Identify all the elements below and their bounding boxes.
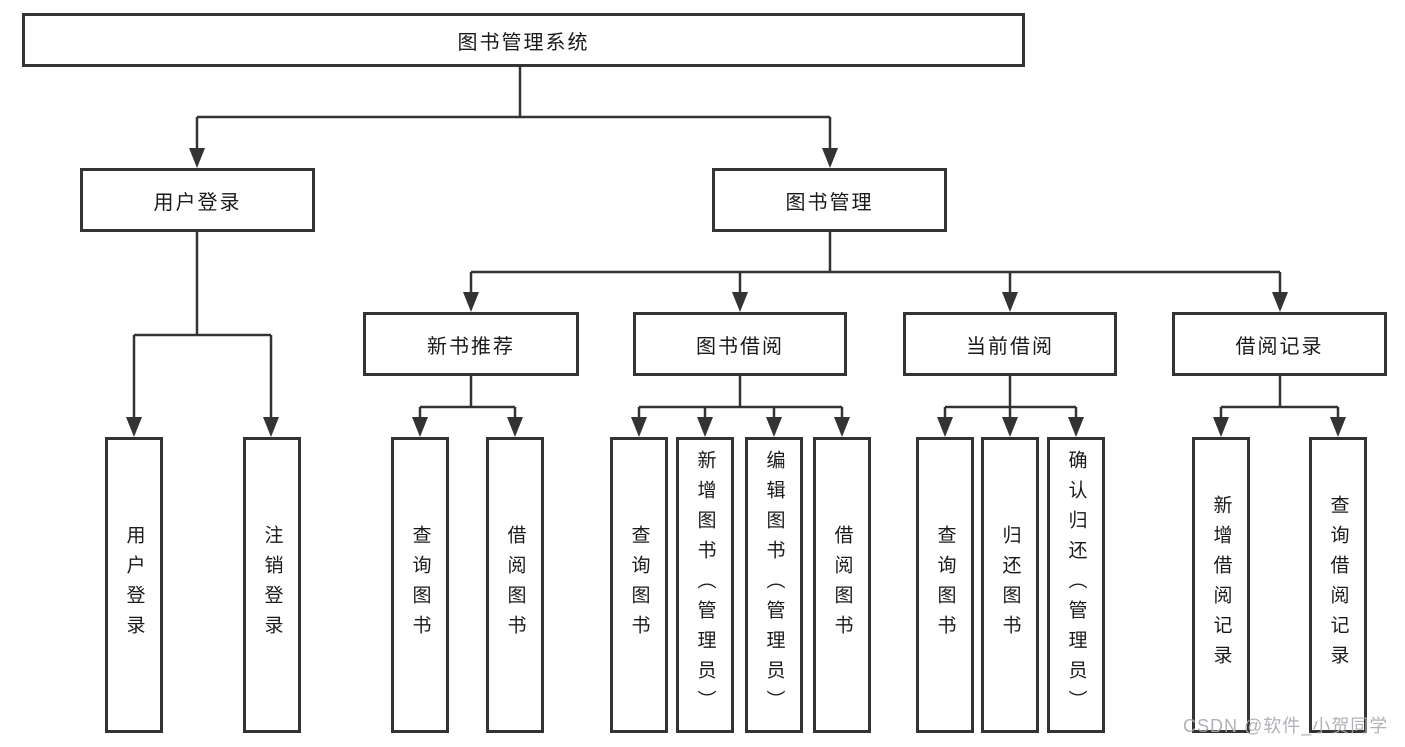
leaf-query-books-borrowing: 查询图书 xyxy=(610,437,668,733)
arrowhead-icon xyxy=(1330,417,1346,437)
arrowhead-icon xyxy=(507,417,523,437)
leaf-query-borrow-record: 查询借阅记录 xyxy=(1309,437,1367,733)
arrowhead-icon xyxy=(412,417,428,437)
arrowhead-icon xyxy=(263,417,279,437)
node-borrowing-records: 借阅记录 xyxy=(1172,312,1387,376)
arrowhead-icon xyxy=(631,417,647,437)
leaf-logout: 注销登录 xyxy=(243,437,301,733)
connector-lines xyxy=(132,67,1340,419)
arrowhead-icon xyxy=(463,292,479,312)
arrowhead-icon xyxy=(1068,417,1084,437)
arrowhead-icon xyxy=(1213,417,1229,437)
arrowhead-icon xyxy=(1002,417,1018,437)
leaf-return-book: 归还图书 xyxy=(981,437,1039,733)
node-new-book-recommendation: 新书推荐 xyxy=(363,312,579,376)
leaf-borrow-books-borrowing: 借阅图书 xyxy=(813,437,871,733)
leaf-user-login: 用户登录 xyxy=(105,437,163,733)
node-library-management-system: 图书管理系统 xyxy=(22,13,1025,67)
arrowhead-icon xyxy=(1272,292,1288,312)
node-book-borrowing: 图书借阅 xyxy=(633,312,847,376)
node-book-management: 图书管理 xyxy=(712,168,947,232)
leaf-query-books-current: 查询图书 xyxy=(916,437,974,733)
arrowhead-icon xyxy=(834,417,850,437)
arrowhead-icon xyxy=(1002,292,1018,312)
leaf-add-book-admin: 新增图书（管理员） xyxy=(676,437,734,733)
arrowhead-icon xyxy=(697,417,713,437)
arrowhead-icon xyxy=(126,417,142,437)
arrowhead-icon xyxy=(732,292,748,312)
arrowhead-icon xyxy=(766,417,782,437)
watermark: CSDN @软件_小贺同学 xyxy=(1183,716,1389,736)
arrowhead-icon xyxy=(189,148,205,168)
leaf-edit-book-admin: 编辑图书（管理员） xyxy=(745,437,803,733)
leaf-confirm-return-admin: 确认归还（管理员） xyxy=(1047,437,1105,733)
arrowhead-icon xyxy=(937,417,953,437)
leaf-query-books-recommend: 查询图书 xyxy=(391,437,449,733)
node-user-login: 用户登录 xyxy=(80,168,315,232)
leaf-add-borrow-record: 新增借阅记录 xyxy=(1192,437,1250,733)
leaf-borrow-books-recommend: 借阅图书 xyxy=(486,437,544,733)
arrowhead-icon xyxy=(822,148,838,168)
node-current-borrowing: 当前借阅 xyxy=(903,312,1117,376)
